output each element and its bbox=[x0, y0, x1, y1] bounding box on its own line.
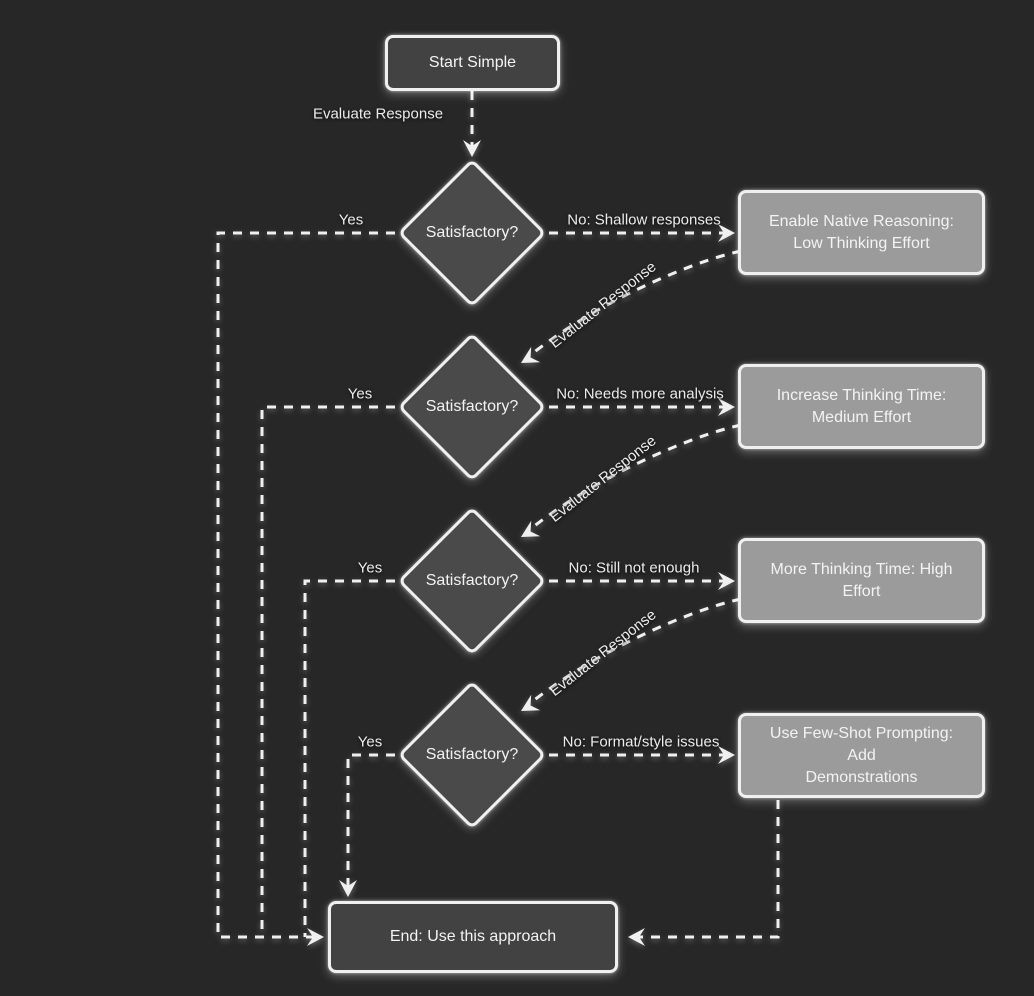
node-start: Start Simple bbox=[385, 35, 560, 91]
node-action-1: Enable Native Reasoning: Low Thinking Ef… bbox=[738, 190, 985, 275]
arrowhead-decision1 bbox=[463, 140, 481, 157]
node-end: End: Use this approach bbox=[328, 901, 618, 973]
edge-label-yes-2: Yes bbox=[347, 385, 373, 403]
edge-action3-to-decision4 bbox=[527, 597, 742, 707]
arrowhead-end-right bbox=[628, 928, 645, 946]
edge-action4-to-end bbox=[634, 800, 780, 939]
edge-decision2-yes-to-end bbox=[260, 405, 395, 937]
node-decision-1-label: Satisfactory? bbox=[425, 224, 519, 241]
edge-label-yes-1: Yes bbox=[338, 211, 364, 229]
node-action-4: Use Few-Shot Prompting: Add Demonstratio… bbox=[738, 713, 985, 798]
arrowhead-action3 bbox=[718, 572, 735, 590]
edge-label-no-3: No: Still not enough bbox=[568, 559, 700, 577]
arrowhead-decision2 bbox=[521, 346, 541, 363]
arrowhead-action2 bbox=[718, 398, 735, 416]
edge-label-start-evaluate-response: Evaluate Response bbox=[312, 105, 444, 123]
node-action-2: Increase Thinking Time: Medium Effort bbox=[738, 364, 985, 449]
arrowhead-decision4 bbox=[521, 694, 541, 711]
edge-decision4-yes-to-end bbox=[346, 753, 395, 890]
edge-label-no-2: No: Needs more analysis bbox=[556, 385, 724, 403]
edge-label-no-4: No: Format/style issues bbox=[562, 733, 720, 751]
edge-label-no-1: No: Shallow responses bbox=[567, 211, 721, 229]
edge-action2-to-decision3 bbox=[527, 423, 742, 533]
arrowhead-end-left bbox=[307, 928, 324, 946]
arrowhead-decision3 bbox=[521, 520, 541, 537]
edge-action1-to-decision2 bbox=[527, 249, 742, 359]
edge-decision3-yes-to-end bbox=[303, 579, 395, 937]
node-decision-4-label: Satisfactory? bbox=[425, 746, 519, 763]
node-decision-2-label: Satisfactory? bbox=[425, 398, 519, 415]
edge-label-yes-4: Yes bbox=[357, 733, 383, 751]
node-decision-3-label: Satisfactory? bbox=[425, 572, 519, 589]
arrowhead-action1 bbox=[718, 224, 735, 242]
edge-label-yes-3: Yes bbox=[357, 559, 383, 577]
edge-decision1-yes-to-end bbox=[216, 231, 395, 939]
node-action-3: More Thinking Time: High Effort bbox=[738, 538, 985, 623]
arrowhead-end-top bbox=[339, 880, 357, 897]
arrowhead-action4 bbox=[718, 746, 735, 764]
